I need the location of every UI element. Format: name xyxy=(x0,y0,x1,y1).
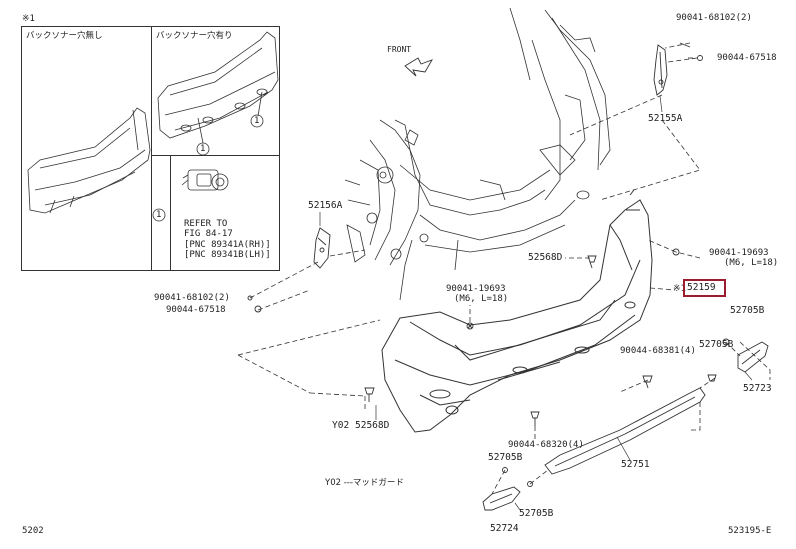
inset-bumper-sonar xyxy=(157,31,279,156)
part-52705b-right-mid[interactable]: 52705B xyxy=(699,339,734,350)
part-52751[interactable]: 52751 xyxy=(621,459,650,470)
part-52705b-bottom-top[interactable]: 52705B xyxy=(488,452,523,463)
part-90041-19693-center-sub[interactable]: (M6, L=18) xyxy=(454,294,509,304)
inset-callout-1-a: 1 xyxy=(200,144,206,154)
mudguard-note: Y02 ---マッドガード xyxy=(325,478,404,488)
part-52156a[interactable]: 52156A xyxy=(308,200,343,211)
part-y02[interactable]: Y02 xyxy=(332,420,350,431)
part-52159-mark: ※1 xyxy=(673,284,686,294)
mudguard-rh-52723 xyxy=(737,341,769,373)
inset-divider-horizontal xyxy=(151,155,280,156)
part-52159[interactable]: 52159 xyxy=(687,282,716,293)
part-52568d-mid[interactable]: 52568D xyxy=(528,252,563,263)
inset-panel xyxy=(21,26,280,271)
inset-title-no-sonar: バックソナー穴無し xyxy=(26,31,103,41)
front-arrow xyxy=(404,57,434,77)
bumper-cover-52159 xyxy=(381,189,653,433)
inset-callout-1-b: 1 xyxy=(254,116,260,126)
vehicle-body-frame xyxy=(344,7,611,301)
inset-divider-vertical-2 xyxy=(170,155,171,271)
part-90041-19693-center[interactable]: 90041-19693 xyxy=(446,284,506,294)
part-90044-68320[interactable]: 90044-68320(4) xyxy=(508,440,584,450)
part-52723[interactable]: 52723 xyxy=(743,383,772,394)
part-90041-19693-right-sub[interactable]: (M6, L=18) xyxy=(724,258,779,268)
footer-left-code: 5202 xyxy=(22,526,44,536)
leader-lines xyxy=(237,42,771,495)
part-90041-68102-top[interactable]: 90041-68102(2) xyxy=(676,13,752,23)
mudguard-lh-52724 xyxy=(482,486,521,511)
refer-line-1: REFER TO xyxy=(184,219,228,229)
inset-divider-vertical xyxy=(151,26,152,271)
refer-line-3: [PNC 89341A(RH)] xyxy=(184,240,271,250)
bracket-52155a xyxy=(653,42,703,96)
inset-sonar-sensor xyxy=(152,169,229,222)
part-52705b-right-top[interactable]: 52705B xyxy=(730,305,765,316)
inset-title-sonar: バックソナー穴有り xyxy=(156,31,233,41)
part-52159-highlight[interactable] xyxy=(683,279,726,297)
front-label: FRONT xyxy=(387,45,412,54)
part-90041-19693-right[interactable]: 90041-19693 xyxy=(709,248,769,258)
fasteners xyxy=(364,248,730,487)
inset-callout-1-c: 1 xyxy=(156,210,162,220)
part-52155a[interactable]: 52155A xyxy=(648,113,683,124)
part-90044-68381[interactable]: 90044-68381(4) xyxy=(620,346,696,356)
part-90044-67518-top[interactable]: 90044-67518 xyxy=(717,53,777,63)
part-90041-68102-left[interactable]: 90041-68102(2) xyxy=(154,293,230,303)
part-52568d-bottom[interactable]: 52568D xyxy=(355,420,390,431)
part-52724[interactable]: 52724 xyxy=(490,523,519,534)
part-52705b-bottom[interactable]: 52705B xyxy=(519,508,554,519)
refer-line-2: FIG 84-17 xyxy=(184,229,233,239)
refer-line-4: [PNC 89341B(LH)] xyxy=(184,250,271,260)
footer-right-code: 523195-E xyxy=(728,526,772,536)
inset-note-mark: ※1 xyxy=(22,14,35,24)
inset-bumper-no-sonar xyxy=(27,107,151,214)
lower-garnish-52751 xyxy=(544,387,706,475)
solid-leaders xyxy=(319,95,753,511)
part-90044-67518-left[interactable]: 90044-67518 xyxy=(166,305,226,315)
